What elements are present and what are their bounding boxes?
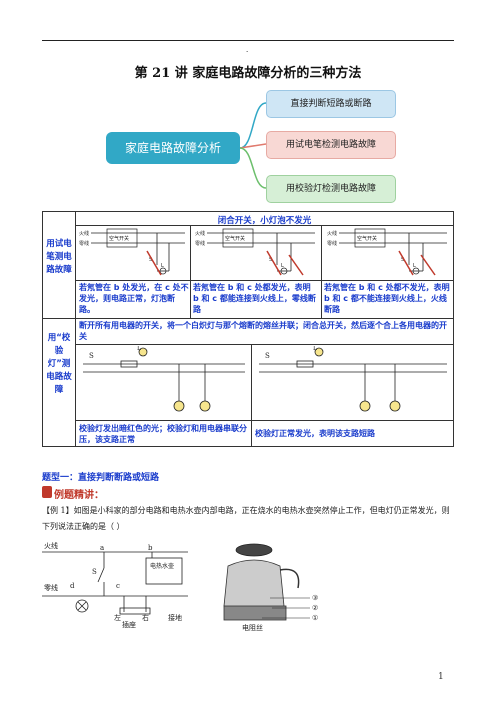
check-lamp-diagram-1: S L xyxy=(83,346,245,412)
svg-text:火线: 火线 xyxy=(195,230,205,237)
example-label: 例题精讲： xyxy=(54,490,104,501)
row2-label: 用“校验灯”测电路故障 xyxy=(46,333,72,395)
header-mark: . xyxy=(246,46,249,54)
svg-text:L: L xyxy=(281,263,284,269)
row1-header: 闭合开关，小灯泡不发光 xyxy=(217,216,312,226)
fault-table: 用试电笔测电路故障 闭合开关，小灯泡不发光 火线 零线 空气开关 S L 火线 … xyxy=(42,211,454,447)
circuit-diagram-3: 火线 零线 空气开关 S L xyxy=(327,228,447,276)
result-2-text: 校验灯正常发光，表明该支路短路 xyxy=(255,429,375,438)
svg-text:L: L xyxy=(413,263,416,269)
check-lamp-diagram-2: S L xyxy=(259,346,447,412)
svg-text:b: b xyxy=(148,544,153,552)
svg-text:L: L xyxy=(313,346,317,352)
svg-text:L: L xyxy=(161,263,164,269)
svg-text:a: a xyxy=(100,544,104,552)
svg-text:右: 右 xyxy=(142,613,149,622)
svg-text:空气开关: 空气开关 xyxy=(109,235,129,242)
svg-text:空气开关: 空气开关 xyxy=(225,235,245,242)
svg-text:①: ① xyxy=(312,614,318,622)
case-1-text: 若氖管在 b 处发光，在 c 处不发光，则电路正常，灯泡断路。 xyxy=(79,283,189,314)
case-2-text: 若氖管在 b 和 c 处都发光，表明 b 和 c 都能连接到火线上，零线断路 xyxy=(193,283,316,314)
row2-header: 断开所有用电器的开关，将一个白炽灯与那个熔断的熔丝并联；闭合总开关，然后逐个合上… xyxy=(79,321,447,341)
example-text: 【例 1】如图是小科家的部分电路和电热水壶内部电路，正在烧水的电热水壶突然停止工… xyxy=(42,506,450,531)
svg-text:②: ② xyxy=(312,604,318,612)
header-rule xyxy=(42,40,454,41)
mindmap-main-node: 家庭电路故障分析 xyxy=(106,132,240,164)
svg-text:电热水壶: 电热水壶 xyxy=(150,562,174,570)
svg-text:火线: 火线 xyxy=(44,541,58,550)
svg-text:火线: 火线 xyxy=(327,230,337,237)
svg-text:电阻丝: 电阻丝 xyxy=(242,623,263,632)
section-title: 题型一：直接判断断路或短路 xyxy=(42,473,160,483)
svg-text:左: 左 xyxy=(114,613,121,622)
svg-text:零线: 零线 xyxy=(79,240,89,247)
svg-text:插座: 插座 xyxy=(122,620,136,628)
svg-text:接地: 接地 xyxy=(168,613,182,622)
svg-text:零线: 零线 xyxy=(327,240,337,247)
mindmap-connectors xyxy=(240,102,267,189)
mindmap-branch-3: 用校验灯检测电路故障 xyxy=(266,175,396,203)
svg-text:d: d xyxy=(70,582,75,590)
svg-text:S: S xyxy=(401,257,404,263)
case-3-text: 若氖管在 b 和 c 处都不发光，表明 b 和 c 都不能连接到火线上，火线断路 xyxy=(324,283,450,314)
svg-text:L: L xyxy=(137,346,141,352)
result-1-text: 校验灯发出暗红色的光；校验灯和用电器串联分压，该支路正常 xyxy=(79,424,247,444)
svg-text:S: S xyxy=(265,352,270,360)
mindmap-branch-2: 用试电笔检测电路故障 xyxy=(266,131,396,159)
circuit-diagram-1: 火线 零线 空气开关 S L xyxy=(79,228,185,276)
page-number: 1 xyxy=(438,672,444,682)
svg-text:S: S xyxy=(269,257,272,263)
svg-text:零线: 零线 xyxy=(195,240,205,247)
svg-text:③: ③ xyxy=(312,594,318,602)
svg-text:空气开关: 空气开关 xyxy=(357,235,377,242)
mindmap-branch-1: 直接判断短路或断路 xyxy=(266,90,396,118)
svg-text:火线: 火线 xyxy=(79,230,89,237)
kettle-figure: ③ ② ① 电阻丝 xyxy=(223,543,318,632)
svg-text:零线: 零线 xyxy=(44,583,58,592)
row1-label: 用试电笔测电路故障 xyxy=(46,239,72,275)
page-title: 第 21 讲 家庭电路故障分析的三种方法 xyxy=(134,66,362,81)
svg-text:S: S xyxy=(89,352,94,360)
svg-text:S: S xyxy=(149,257,152,263)
home-circuit-figure: 火线 零线 a b c d S 左 右 插座 接地 电热水壶 xyxy=(42,541,188,628)
circuit-diagram-2: 火线 零线 空气开关 S L xyxy=(195,228,315,276)
svg-text:c: c xyxy=(116,582,120,590)
svg-text:S: S xyxy=(92,568,97,576)
example-icon xyxy=(42,486,52,498)
